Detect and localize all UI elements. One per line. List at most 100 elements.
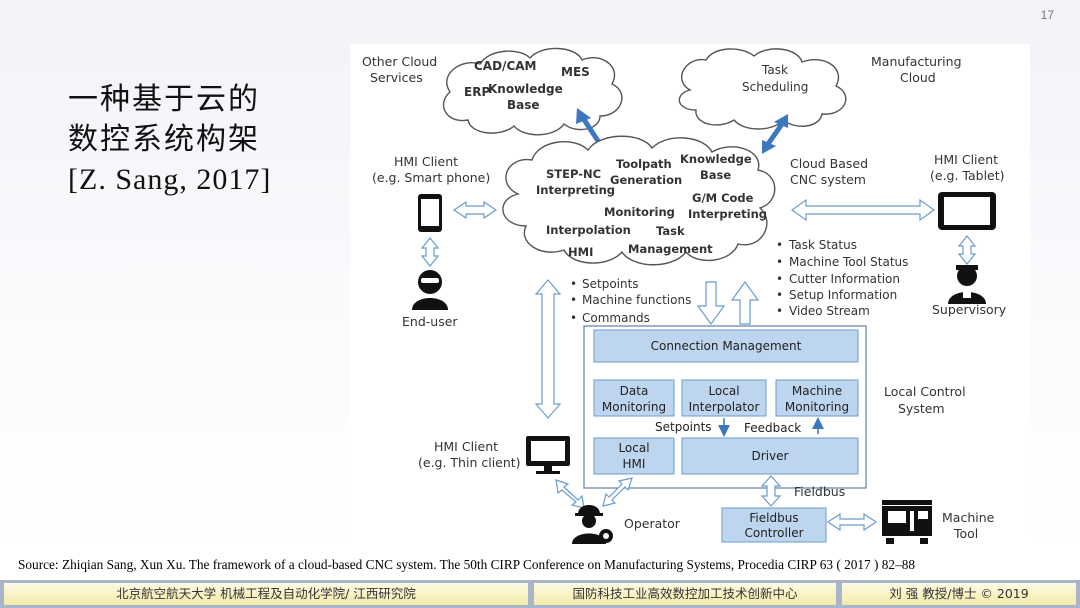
- cnc-gmcode-1: G/M Code: [692, 191, 754, 205]
- up-bullet-list: • Task Status • Machine Tool Status • Cu…: [776, 238, 908, 318]
- feedback-label: Feedback: [744, 421, 801, 435]
- title-line-2: 数控系统构架: [68, 122, 260, 157]
- footer-center: 国防科技工业高效数控加工技术创新中心: [534, 583, 836, 605]
- tablet-supervisor-arrow: [957, 235, 977, 265]
- cloud-thin-client-arrow: [534, 279, 562, 419]
- footer-author: 刘 强 教授/博士 © 2019: [842, 583, 1076, 605]
- setpoints-label: Setpoints: [655, 420, 712, 434]
- svg-text:•: •: [776, 255, 783, 269]
- machine-monitoring-label-1: Machine: [792, 384, 842, 398]
- tablet-icon: [938, 192, 996, 230]
- page-number: 17: [1040, 8, 1054, 22]
- other-cloud-erp: ERP: [464, 85, 490, 99]
- svg-text:•: •: [776, 304, 783, 318]
- cloud-tablet-arrow: [790, 198, 936, 222]
- local-hmi-label-1: Local: [618, 441, 649, 455]
- title-citation: [Z. Sang, 2017]: [68, 163, 272, 196]
- data-monitoring-label-1: Data: [620, 384, 649, 398]
- title-line-1: 一种基于云的: [68, 82, 260, 117]
- supervisor-icon: [948, 265, 986, 304]
- data-monitoring-label-2: Monitoring: [602, 400, 666, 414]
- manufacturing-cloud-scheduling: Scheduling: [742, 80, 808, 94]
- cnc-kb-2: Base: [700, 168, 731, 182]
- connection-management-box: [593, 329, 859, 363]
- hmi-tablet-label-1: HMI Client: [934, 152, 998, 167]
- other-cloud-kb-2: Base: [507, 98, 540, 112]
- cnc-cloud-shape: [502, 135, 776, 266]
- cnc-monitoring: Monitoring: [604, 205, 675, 219]
- svg-text:•: •: [776, 288, 783, 302]
- up-bullet-cutter-information: Cutter Information: [789, 272, 900, 286]
- diagram-svg: Other Cloud Services CAD/CAM MES ERP Kno…: [350, 44, 1030, 552]
- cnc-task-2: Management: [628, 242, 713, 256]
- cnc-toolpath-2: Generation: [610, 173, 682, 187]
- footer-bar: 北京航空航天大学 机械工程及自动化学院/ 江西研究院 国防科技工业高效数控加工技…: [0, 580, 1080, 608]
- cnc-hmi: HMI: [568, 245, 593, 259]
- driver-label: Driver: [752, 449, 789, 463]
- svg-text:•: •: [570, 311, 577, 325]
- local-operator-arrow: [602, 477, 633, 507]
- svg-text:•: •: [570, 293, 577, 307]
- down-bullet-machine-functions: Machine functions: [582, 293, 691, 307]
- local-system-label-1: Local Control: [884, 384, 966, 399]
- phone-user-arrow: [420, 237, 440, 267]
- end-user-icon: [412, 270, 448, 310]
- local-hmi-box: [593, 437, 675, 475]
- cnc-cloud-label-2: CNC system: [790, 172, 866, 187]
- svg-text:•: •: [570, 277, 577, 291]
- svg-text:•: •: [776, 238, 783, 252]
- manufacturing-cloud-link-arrow: [762, 114, 788, 154]
- manufacturing-cloud-label-2: Cloud: [900, 70, 936, 85]
- down-bullet-commands: Commands: [582, 311, 650, 325]
- local-hmi-label-2: HMI: [623, 457, 646, 471]
- controller-machine-arrow: [826, 512, 878, 532]
- local-system-label-2: System: [898, 401, 945, 416]
- operator-label: Operator: [624, 516, 681, 531]
- machine-tool-label-2: Tool: [953, 526, 978, 541]
- up-bullet-machine-tool-status: Machine Tool Status: [789, 255, 908, 269]
- manufacturing-cloud-shape: [678, 48, 847, 130]
- down-bullet-list: • Setpoints • Machine functions • Comman…: [570, 277, 691, 325]
- machine-monitoring-label-2: Monitoring: [785, 400, 849, 414]
- hmi-phone-label-1: HMI Client: [394, 154, 458, 169]
- smartphone-icon: [418, 194, 442, 232]
- operator-icon: [572, 505, 613, 544]
- other-cloud-mes: MES: [561, 65, 590, 79]
- other-cloud-label-2: Services: [370, 70, 423, 85]
- fieldbus-controller-box: [721, 507, 827, 543]
- slide-title: 一种基于云的 数控系统构架 [Z. Sang, 2017]: [68, 80, 348, 200]
- machine-tool-icon: [882, 500, 932, 544]
- thin-client-monitor-icon: [526, 436, 570, 474]
- machine-tool-label-1: Machine: [942, 510, 995, 525]
- cloud-cnc-diagram: Other Cloud Services CAD/CAM MES ERP Kno…: [350, 44, 1030, 552]
- other-cloud-cadcam: CAD/CAM: [474, 59, 536, 73]
- supervisory-label: Supervisory: [932, 302, 1007, 317]
- fieldbus-controller-label-1: Fieldbus: [749, 511, 798, 525]
- cnc-stepnc-2: Interpreting: [536, 183, 615, 197]
- machine-monitoring-box: [775, 379, 859, 417]
- phone-cloud-arrow: [452, 200, 498, 220]
- cnc-cloud-label-1: Cloud Based: [790, 156, 868, 171]
- footer-institution: 北京航空航天大学 机械工程及自动化学院/ 江西研究院: [4, 583, 528, 605]
- up-bullet-video-stream: Video Stream: [789, 304, 870, 318]
- driver-fieldbus-arrow: [760, 475, 782, 507]
- cnc-kb-1: Knowledge: [680, 152, 752, 166]
- cnc-gmcode-2: Interpreting: [688, 207, 767, 221]
- connection-management-label: Connection Management: [651, 339, 802, 353]
- hmi-tablet-label-2: (e.g. Tablet): [930, 168, 1005, 183]
- local-interpolator-label-1: Local: [708, 384, 739, 398]
- manufacturing-cloud-task: Task: [761, 63, 788, 77]
- source-citation: Source: Zhiqian Sang, Xun Xu. The framew…: [18, 557, 916, 572]
- data-monitoring-box: [593, 379, 675, 417]
- cloud-to-local-arrow: [696, 281, 726, 326]
- hmi-thin-label-2: (e.g. Thin client): [418, 455, 521, 470]
- svg-text:•: •: [776, 272, 783, 286]
- local-interpolator-box: [681, 379, 767, 417]
- cnc-interpolation: Interpolation: [546, 223, 631, 237]
- hmi-thin-label-1: HMI Client: [434, 439, 498, 454]
- cnc-toolpath-1: Toolpath: [616, 157, 672, 171]
- manufacturing-cloud-label-1: Manufacturing: [871, 54, 962, 69]
- end-user-label: End-user: [402, 314, 458, 329]
- hmi-phone-label-2: (e.g. Smart phone): [372, 170, 490, 185]
- other-cloud-label-1: Other Cloud: [362, 54, 437, 69]
